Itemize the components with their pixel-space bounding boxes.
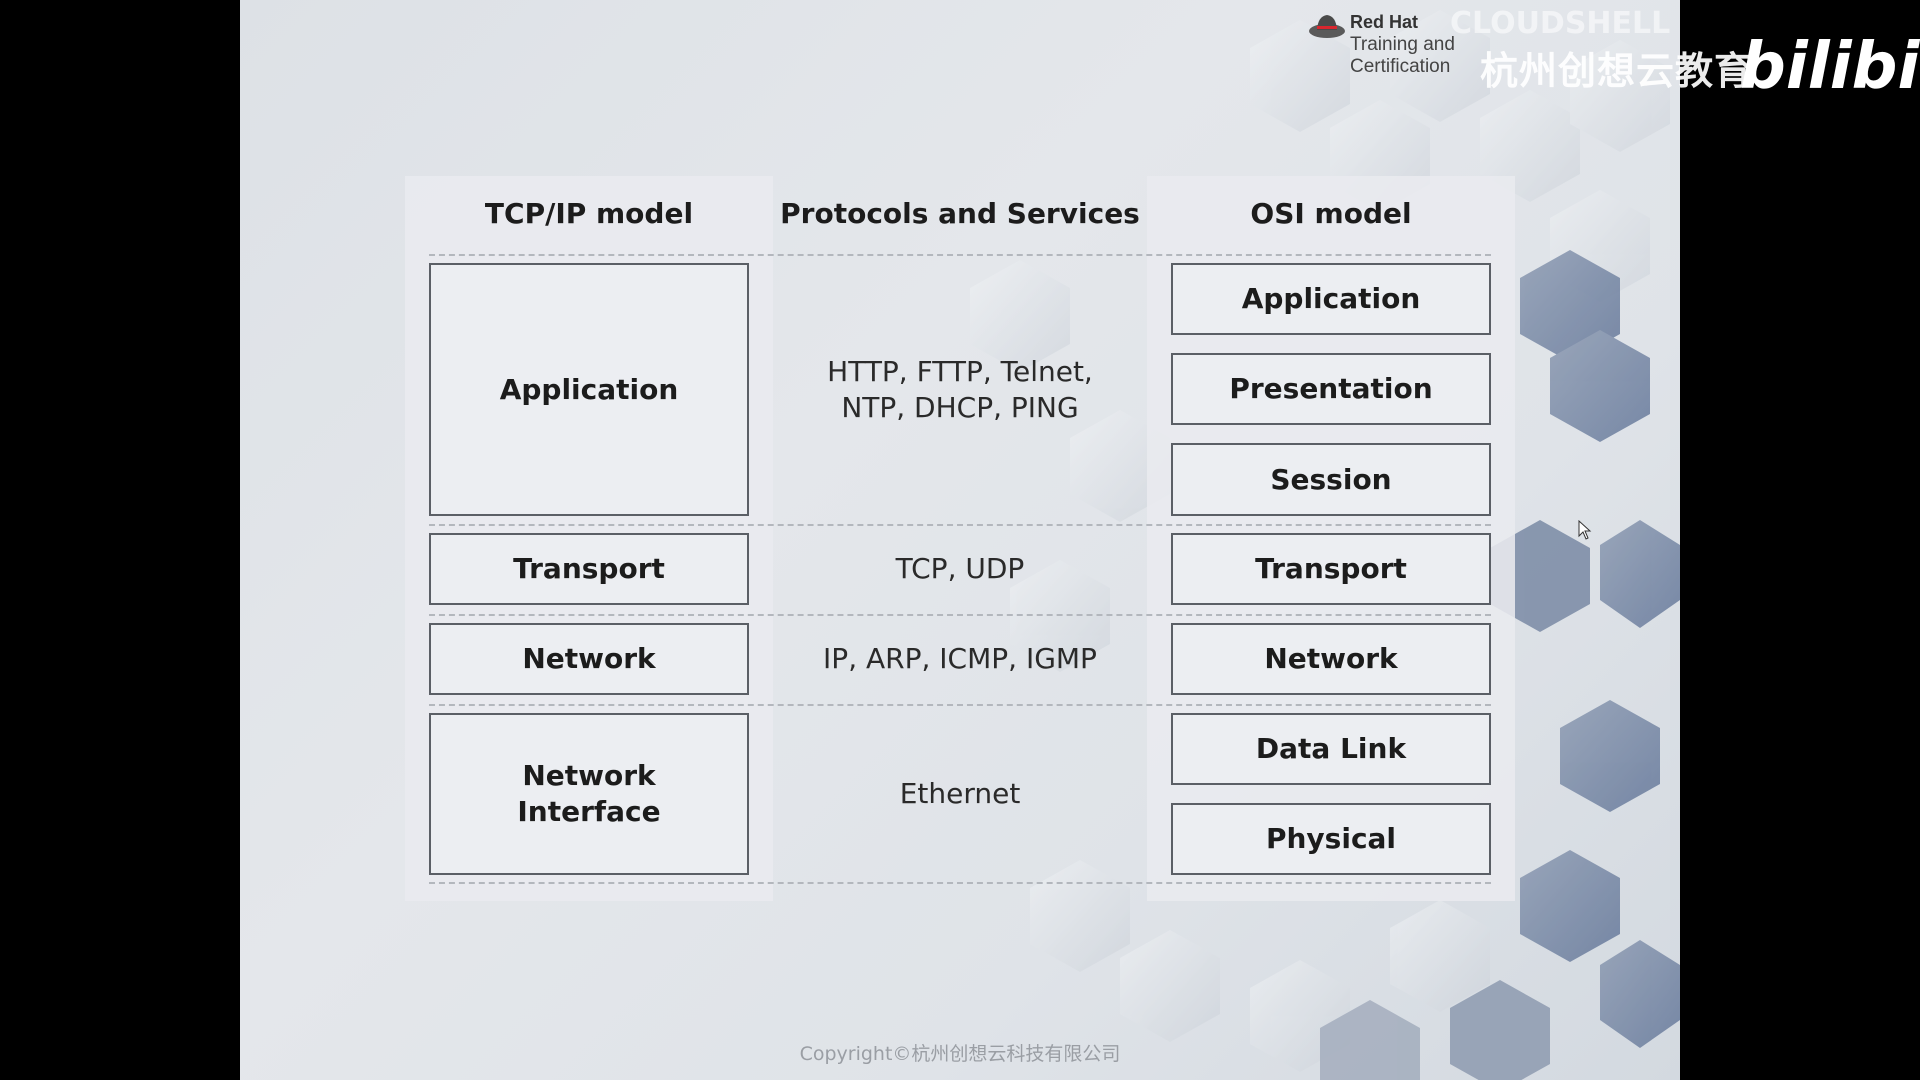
osi-layer-network: Network — [1171, 623, 1491, 695]
logo-subtitle-line2: Certification — [1350, 56, 1451, 77]
logo-brand: Red Hat — [1350, 12, 1419, 32]
row-divider — [429, 704, 1491, 706]
cloudshell-watermark: CLOUDSHELL — [1450, 6, 1671, 41]
row-divider — [429, 254, 1491, 256]
tcpip-layer-network: Network — [429, 623, 749, 695]
osi-layer-application: Application — [1171, 263, 1491, 335]
mouse-cursor-icon — [1578, 520, 1592, 540]
slide: Red Hat Training and Certification CLOUD… — [240, 0, 1680, 1080]
copyright-footer: Copyright©杭州创想云科技有限公司 — [799, 1043, 1121, 1065]
osi-column-title: OSI model — [1250, 197, 1412, 230]
tcpip-column-title: TCP/IP model — [484, 197, 694, 230]
row-divider — [429, 524, 1491, 526]
row-divider — [429, 882, 1491, 884]
protocols-transport: TCP, UDP — [895, 552, 1025, 585]
tcpip-layer-transport: Transport — [429, 533, 749, 605]
protocols-column-title: Protocols and Services — [780, 197, 1140, 230]
redhat-hat-icon — [1309, 15, 1345, 38]
protocols-network: IP, ARP, ICMP, IGMP — [823, 642, 1097, 675]
redhat-logo: Red Hat Training and Certification — [1308, 8, 1508, 80]
hexagon-background — [970, 10, 1680, 1080]
logo-subtitle: Training and Certification — [1350, 34, 1455, 78]
protocols-application: HTTP, FTTP, Telnet, NTP, DHCP, PING — [827, 354, 1093, 424]
chuangxiang-watermark: 杭州创想云教育 — [1480, 49, 1754, 93]
osi-layer-transport: Transport — [1171, 533, 1491, 605]
osi-layer-presentation: Presentation — [1171, 353, 1491, 425]
osi-layer-data-link: Data Link — [1171, 713, 1491, 785]
tcpip-layer-application: Application — [429, 263, 749, 516]
protocols-network-interface: Ethernet — [899, 777, 1021, 810]
osi-layer-physical: Physical — [1171, 803, 1491, 875]
row-divider — [429, 614, 1491, 616]
tcpip-layer-network-interface: Network Interface — [429, 713, 749, 875]
logo-subtitle-line1: Training and — [1350, 34, 1455, 55]
bilibili-logo: bilibili — [1740, 30, 1920, 104]
osi-layer-session: Session — [1171, 443, 1491, 516]
